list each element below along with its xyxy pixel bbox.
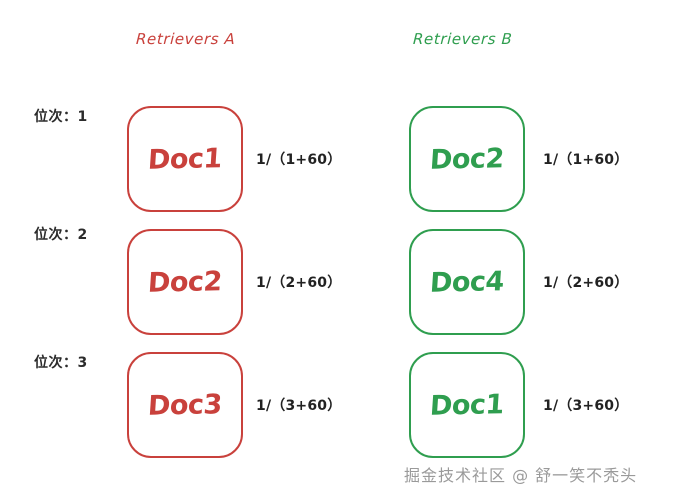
score-b-2: 1/（2+60） [543, 275, 629, 291]
column-title-retrievers-a: Retrievers A [135, 30, 236, 48]
rank-label-2: 位次：2 [34, 227, 88, 243]
doc-box-a-1[interactable]: Doc1 [127, 106, 243, 212]
doc-label: Doc1 [429, 388, 505, 422]
doc-label: Doc1 [147, 142, 223, 176]
doc-box-b-2[interactable]: Doc4 [409, 229, 525, 335]
rank-label-1: 位次：1 [34, 109, 88, 125]
score-b-3: 1/（3+60） [543, 398, 629, 414]
doc-box-a-3[interactable]: Doc3 [127, 352, 243, 458]
rank-label-3: 位次：3 [34, 355, 88, 371]
doc-label: Doc3 [147, 388, 223, 422]
doc-label: Doc4 [429, 265, 505, 299]
score-b-1: 1/（1+60） [543, 152, 629, 168]
doc-box-a-2[interactable]: Doc2 [127, 229, 243, 335]
doc-box-b-3[interactable]: Doc1 [409, 352, 525, 458]
doc-label: Doc2 [147, 265, 223, 299]
score-a-3: 1/（3+60） [256, 398, 342, 414]
score-a-2: 1/（2+60） [256, 275, 342, 291]
watermark: 掘金技术社区 @ 舒一笑不秃头 [404, 466, 638, 485]
score-a-1: 1/（1+60） [256, 152, 342, 168]
doc-box-b-1[interactable]: Doc2 [409, 106, 525, 212]
column-title-retrievers-b: Retrievers B [412, 30, 513, 48]
doc-label: Doc2 [429, 142, 505, 176]
